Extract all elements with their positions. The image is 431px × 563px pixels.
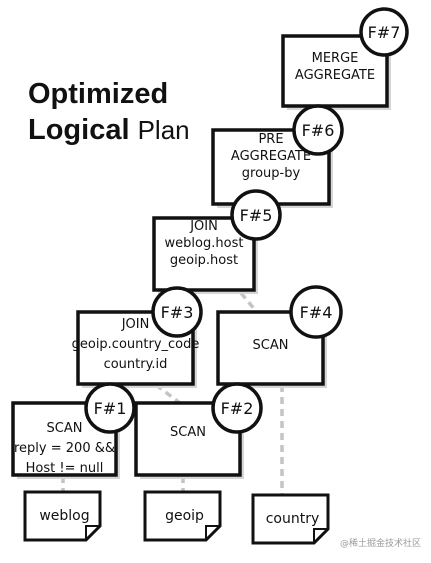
file-icon [23,490,102,542]
fragment-label: F#6 [302,121,335,140]
file-fold [313,528,328,543]
fragment-badge [359,7,409,57]
operator-label-line: PRE [258,132,283,147]
operator-label-line: group-by [242,166,301,181]
operator-scan-weblog: SCAN reply = 200 && Host != null F#1 [11,382,136,479]
fragment-label: F#5 [240,206,273,225]
operator-label-line: country.id [104,357,168,372]
operator-join-weblog-geoip: JOIN weblog.host geoip.host F#5 [152,189,282,294]
diagram-title-plan: Plan [137,115,190,145]
diagram-title-line1: Optimized [28,78,169,110]
fragment-badge [151,286,203,338]
table-file-weblog: weblog [23,490,102,542]
file-fold [85,525,100,540]
table-file-country: country [251,493,330,545]
operator-label-line: JOIN [121,317,150,332]
operator-label-line: SCAN [47,421,83,436]
diagram-title-line2: Logical Plan [28,116,190,145]
table-name: weblog [39,508,89,524]
fragment-badge [211,382,263,434]
operator-label-line: geoip.host [170,253,238,268]
fragment-label: F#7 [368,23,401,42]
operator-label-line: MERGE [312,51,359,66]
operator-merge-aggregate: MERGE AGGREGATE F#7 [281,7,409,110]
fragment-badge [289,285,343,339]
file-fold [205,525,220,540]
operator-label-line: reply = 200 && [14,441,115,456]
watermark: @稀土掘金技术社区 [339,539,421,549]
operator-label-line: SCAN [253,338,289,353]
file-icon [251,493,330,545]
operator-pre-aggregate: PRE AGGREGATE group-by F#6 [211,104,344,208]
table-name: geoip [165,508,204,524]
operator-label-line: Host != null [26,461,104,476]
table-file-geoip: geoip [143,490,222,542]
operator-join-geoip-country: JOIN geoip.country_code country.id F#3 [72,286,203,388]
operator-label-line: geoip.country_code [72,337,200,352]
operator-label-line: weblog.host [165,236,244,251]
file-icon [143,490,222,542]
fragment-label: F#4 [300,303,333,322]
connector-join5-to-scan-country [239,291,267,324]
fragment-badge [292,104,344,156]
operator-label-line: AGGREGATE [295,68,375,83]
diagram-title-logical: Logical [28,114,130,146]
table-name: country [266,511,320,527]
operator-scan-country: SCAN F#4 [216,285,343,388]
operator-label-line: JOIN [189,219,218,234]
fragment-badge [84,382,136,434]
fragment-label: F#2 [221,399,254,418]
operator-label-line: SCAN [170,425,206,440]
fragment-label: F#1 [94,399,127,418]
operator-scan-geoip: SCAN F#2 [134,382,263,479]
fragment-badge [230,189,282,241]
operator-label-line: AGGREGATE [231,149,311,164]
fragment-label: F#3 [161,303,194,322]
